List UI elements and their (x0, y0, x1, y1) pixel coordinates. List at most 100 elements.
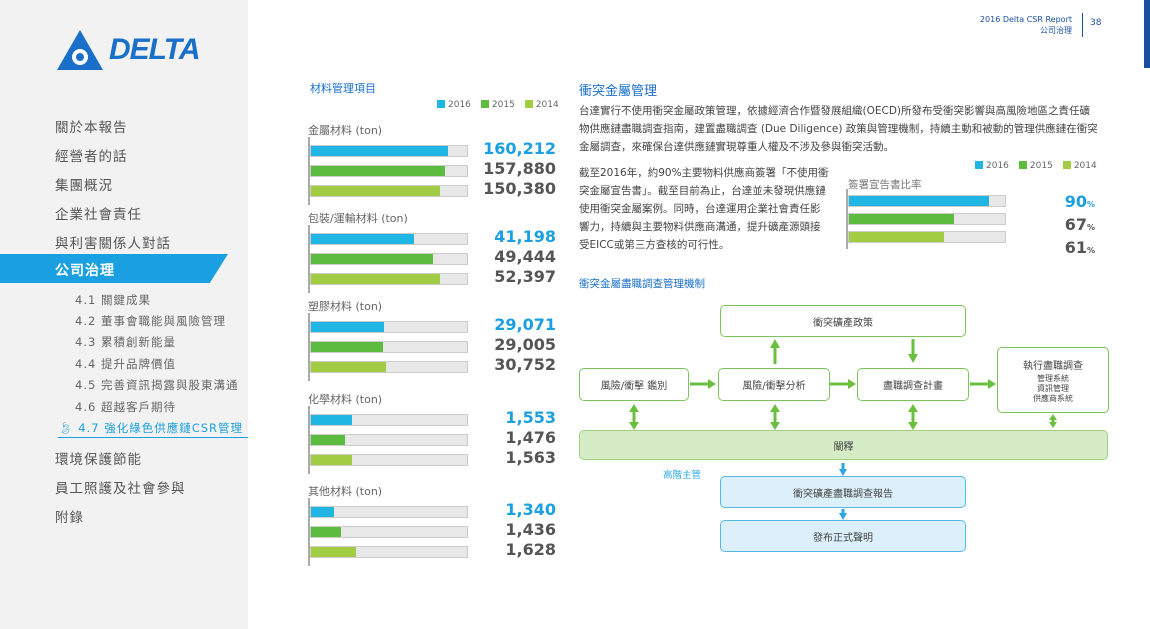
nav-csr[interactable]: 企業社會責任 (55, 207, 142, 223)
sub-4-1[interactable]: 4.1 關鍵成果 (75, 293, 151, 307)
nav-about[interactable]: 關於本報告 (55, 120, 128, 136)
bar-track (310, 506, 468, 518)
value-2014: 150,380 (483, 179, 556, 198)
bar-track (310, 165, 468, 177)
nav-group[interactable]: 集團概況 (55, 178, 113, 194)
nav-governance-active[interactable]: 公司治理 (0, 254, 228, 283)
nav-environment[interactable]: 環境保護節能 (55, 452, 142, 468)
sub-4-6[interactable]: 4.6 超越客戶期待 (75, 400, 176, 414)
material-category-label: 金屬材料 (ton) (308, 124, 383, 137)
header-divider (1082, 13, 1083, 37)
leaf-icon: 🍃︎ (58, 421, 74, 435)
flow-identify-box: 風險/衝擊 鑑別 (579, 368, 689, 401)
declaration-bar-2014 (849, 232, 945, 242)
bar-2015 (311, 166, 446, 176)
legend-2015: 2015 (480, 100, 515, 110)
bar-2016 (311, 234, 414, 244)
value-2014: 1,563 (505, 448, 556, 467)
bar-track (310, 414, 468, 426)
sub-4-7-active[interactable]: 🍃︎ 4.7 強化綠色供應鏈CSR管理 (58, 420, 248, 438)
bar-track (310, 185, 468, 197)
material-category-label: 包裝/運輸材料 (ton) (308, 212, 408, 225)
value-2015: 1,476 (505, 428, 556, 447)
bar-2014 (311, 186, 441, 196)
material-bar-group (308, 137, 468, 205)
bar-track (310, 361, 468, 373)
bar-2014 (311, 362, 386, 372)
material-bar-group (308, 406, 468, 474)
declaration-legend: 2016 2015 2014 (975, 161, 1097, 171)
bar-2014 (311, 547, 357, 557)
bar-2015 (311, 527, 341, 537)
flow-title: 衝突金屬盡職調查管理機制 (579, 278, 705, 290)
bar-track (310, 341, 468, 353)
flow-execute-box: 執行盡職調查 管理系統資訊管理供應商系統 (997, 347, 1109, 413)
value-2015: 49,444 (494, 247, 556, 266)
logo-text: DELTA (109, 33, 201, 66)
bar-track (310, 253, 468, 265)
value-2014: 52,397 (494, 267, 556, 286)
nav-employees[interactable]: 員工照護及社會參與 (55, 481, 186, 497)
nav-stakeholder[interactable]: 與利害關係人對話 (55, 236, 171, 252)
value-2014: 1,628 (505, 540, 556, 559)
value-2016: 29,071 (494, 315, 556, 334)
material-bar-group (308, 225, 468, 293)
value-2015: 1,436 (505, 520, 556, 539)
flow-analysis-box: 風險/衝擊分析 (718, 368, 830, 401)
legend-2014: 2014 (524, 100, 559, 110)
declaration-value-2014: 61% (1064, 238, 1095, 257)
material-category-label: 其他材料 (ton) (308, 485, 383, 498)
declaration-value-2015: 67% (1064, 215, 1095, 234)
legend-2016: 2016 (975, 161, 1009, 171)
nav-ceo[interactable]: 經營者的話 (55, 149, 128, 165)
flow-explain-bar: 闡釋 (579, 430, 1108, 460)
section-title-conflict: 衝突金屬管理 (579, 84, 658, 99)
legend-2014: 2014 (1062, 161, 1097, 171)
materials-legend: 2016 2015 2014 (437, 100, 559, 110)
bar-2015 (311, 435, 346, 445)
sub-4-2[interactable]: 4.2 董事會職能與風險管理 (75, 314, 226, 328)
declaration-values: 90%67%61% (1020, 192, 1095, 261)
bar-2014 (311, 274, 441, 284)
bar-2014 (311, 455, 352, 465)
materials-chart-title: 材料管理項目 (310, 82, 376, 95)
bar-track (310, 526, 468, 538)
sub-4-3[interactable]: 4.3 累積創新能量 (75, 335, 176, 349)
declaration-chart-title: 簽署宣告書比率 (848, 179, 922, 191)
sub-active-label: 4.7 強化綠色供應鏈CSR管理 (78, 421, 244, 435)
bar-track (848, 195, 1006, 207)
edge-tab (1144, 0, 1150, 68)
sidebar (0, 0, 248, 629)
execute-items: 管理系統資訊管理供應商系統 (1033, 373, 1073, 403)
bar-2015 (311, 254, 433, 264)
flow-declare-box: 發布正式聲明 (720, 520, 966, 552)
intro-paragraph: 台達實行不使用衝突金屬政策管理，依據經濟合作暨發展組織(OECD)所發布受衝突影… (579, 105, 1098, 153)
bar-2016 (311, 322, 385, 332)
bar-track (310, 434, 468, 446)
bar-track (848, 213, 1006, 225)
bar-track (310, 454, 468, 466)
page-number: 38 (1090, 18, 1102, 28)
bar-track (310, 233, 468, 245)
value-2016: 1,553 (505, 408, 556, 427)
material-category-label: 塑膠材料 (ton) (308, 300, 383, 313)
sub-4-4[interactable]: 4.4 提升品牌價值 (75, 357, 176, 371)
sub-4-5[interactable]: 4.5 完善資訊揭露與股東溝通 (75, 378, 239, 392)
section-title: 公司治理 (1040, 26, 1072, 35)
bar-2016 (311, 415, 352, 425)
nav-appendix[interactable]: 附錄 (55, 510, 84, 526)
bar-2016 (311, 507, 335, 517)
bar-track (848, 231, 1006, 243)
flow-plan-box: 盡職調查計畫 (857, 368, 969, 401)
flow-report-box: 衝突礦產盡職調查報告 (720, 476, 966, 508)
legend-2016: 2016 (437, 100, 471, 110)
execute-title: 執行盡職調查 (1023, 360, 1083, 372)
delta-logo[interactable]: DELTA (55, 28, 201, 72)
senior-management-label: 高階主管 (663, 470, 702, 481)
material-bar-group (308, 498, 468, 566)
